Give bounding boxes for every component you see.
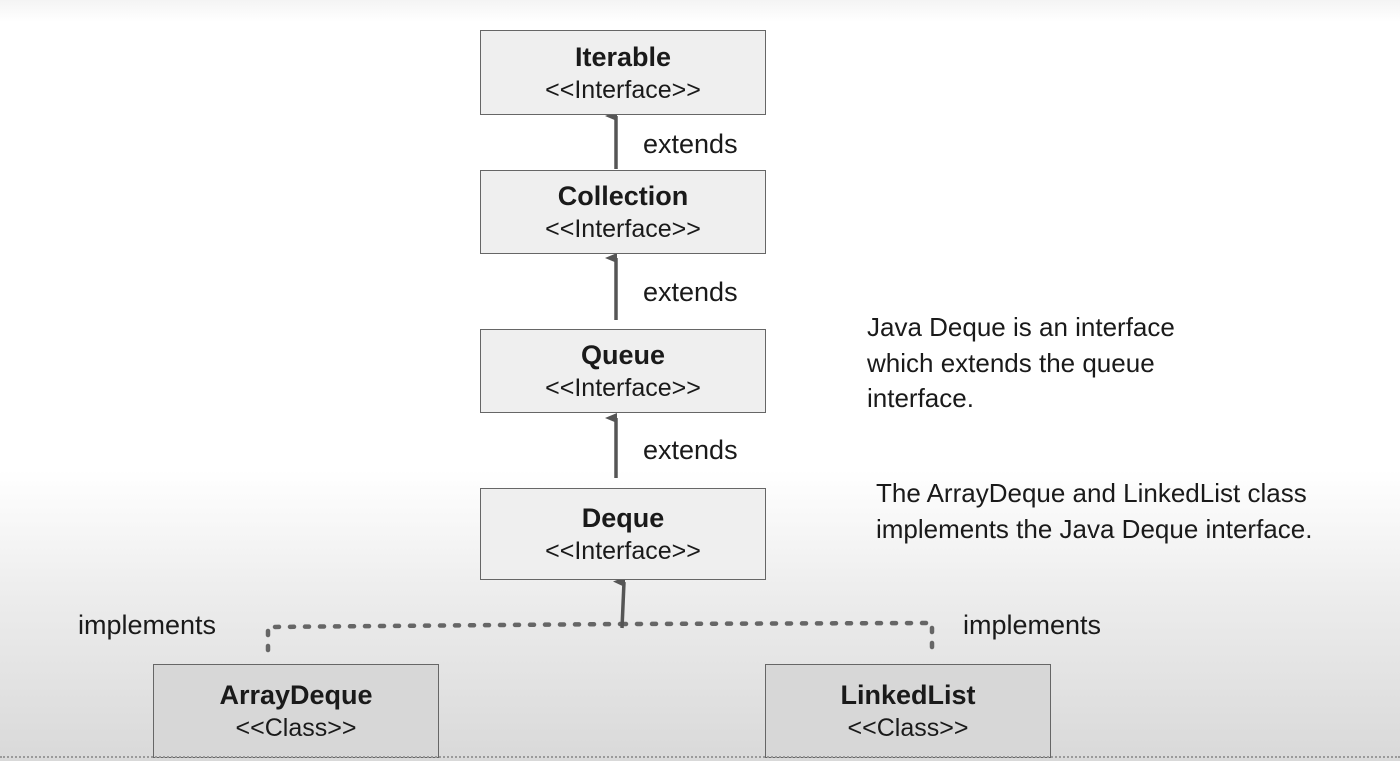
queue-node: Queue <<Interface>> xyxy=(480,329,766,413)
iterable-stereotype: <<Interface>> xyxy=(545,75,701,104)
bottom-dotted-divider xyxy=(0,756,1400,758)
queue-name: Queue xyxy=(580,340,666,370)
collection-node: Collection <<Interface>> xyxy=(480,170,766,254)
linkedlist-name: LinkedList xyxy=(840,680,976,710)
queue-stereotype: <<Interface>> xyxy=(545,374,701,402)
linkedlist-stereotype: <<Class>> xyxy=(847,714,969,742)
collection-name: Collection xyxy=(557,181,689,211)
collection-stereotype: <<Interface>> xyxy=(545,215,701,243)
iterable-node: Iterable <<Interface>> xyxy=(480,30,766,115)
arraydeque-name: ArrayDeque xyxy=(219,680,373,710)
implements-connector-arraydeque xyxy=(265,621,625,653)
implementations-note: The ArrayDeque and LinkedList class impl… xyxy=(876,478,1313,544)
edge-label-linkedlist-implements: implements xyxy=(963,610,1102,640)
deque-stereotype: <<Interface>> xyxy=(545,537,701,565)
deque-note: Java Deque is an interface which extends… xyxy=(867,312,1175,413)
iterable-name: Iterable xyxy=(574,41,672,72)
implements-arrow-to-deque xyxy=(613,577,626,629)
deque-name: Deque xyxy=(581,503,665,533)
edge-label-queue-collection: extends xyxy=(643,277,738,307)
arraydeque-node: ArrayDeque <<Class>> xyxy=(153,664,439,758)
edge-label-deque-queue: extends xyxy=(643,435,738,465)
edge-label-collection-iterable: extends xyxy=(643,129,738,159)
edge-label-arraydeque-implements: implements xyxy=(78,610,217,640)
implements-connector-linkedlist xyxy=(619,620,935,653)
deque-node: Deque <<Interface>> xyxy=(480,488,766,580)
arraydeque-stereotype: <<Class>> xyxy=(235,714,357,742)
linkedlist-node: LinkedList <<Class>> xyxy=(765,664,1051,758)
